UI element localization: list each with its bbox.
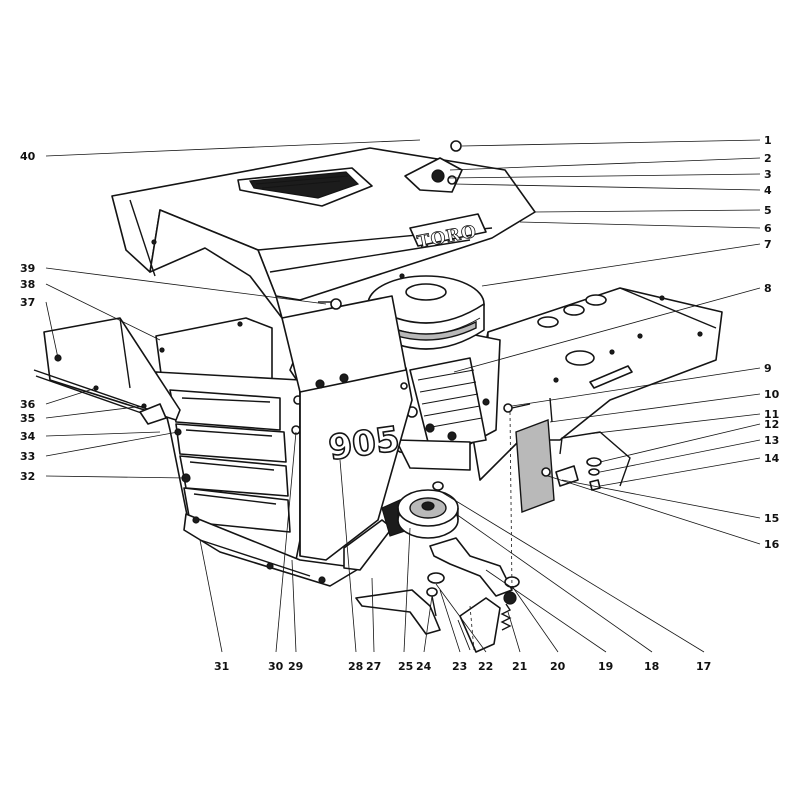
callout-38: 38: [20, 278, 35, 291]
callout-16: 16: [764, 538, 780, 551]
callout-14: 14: [764, 452, 780, 465]
callout-34: 34: [20, 430, 36, 443]
model-number: 905: [326, 419, 402, 468]
callout-20: 20: [550, 660, 566, 673]
base-plate: [183, 513, 393, 587]
callout-1: 1: [764, 134, 772, 147]
pulley-assembly: [381, 481, 459, 539]
callout-3: 3: [764, 168, 772, 181]
callout-40: 40: [20, 150, 36, 163]
callout-19: 19: [598, 660, 613, 673]
callout-24: 24: [416, 660, 432, 673]
small-hardware: [318, 140, 631, 491]
callout-39: 39: [20, 262, 35, 275]
callout-37: 37: [20, 296, 35, 309]
callout-9: 9: [764, 362, 772, 375]
leader-lines: [45, 139, 761, 653]
callout-4: 4: [764, 184, 772, 197]
callout-13: 13: [764, 434, 779, 447]
callout-8: 8: [764, 282, 772, 295]
callout-12: 12: [764, 418, 779, 431]
callout-17: 17: [696, 660, 711, 673]
front-panel: 905: [281, 295, 413, 561]
callout-29: 29: [288, 660, 303, 673]
callout-6: 6: [764, 222, 772, 235]
callout-27: 27: [366, 660, 381, 673]
callout-33: 33: [20, 450, 35, 463]
idler-linkage: [355, 537, 520, 653]
callout-32: 32: [20, 470, 35, 483]
callout-25: 25: [398, 660, 413, 673]
left-shroud: [155, 317, 303, 561]
callout-11: 11: [764, 408, 779, 421]
callout-36: 36: [20, 398, 36, 411]
callout-31: 31: [214, 660, 229, 673]
callout-23: 23: [452, 660, 467, 673]
callout-22: 22: [478, 660, 493, 673]
callout-18: 18: [644, 660, 659, 673]
callout-2: 2: [764, 152, 772, 165]
right-bracket: [503, 397, 579, 591]
side-bracket: [33, 317, 181, 425]
callout-35: 35: [20, 412, 35, 425]
callout-5: 5: [764, 204, 772, 217]
callout-labels: 1 2 3 4 5 6 7 8 9 10 11 12 13 14 15 16 3…: [20, 134, 780, 673]
callout-15: 15: [764, 512, 779, 525]
callout-28: 28: [348, 660, 363, 673]
callout-21: 21: [512, 660, 527, 673]
callout-10: 10: [764, 388, 780, 401]
callout-30: 30: [268, 660, 284, 673]
callout-7: 7: [764, 238, 772, 251]
hood: TORO: [111, 147, 536, 319]
frame-plate: [469, 287, 723, 481]
